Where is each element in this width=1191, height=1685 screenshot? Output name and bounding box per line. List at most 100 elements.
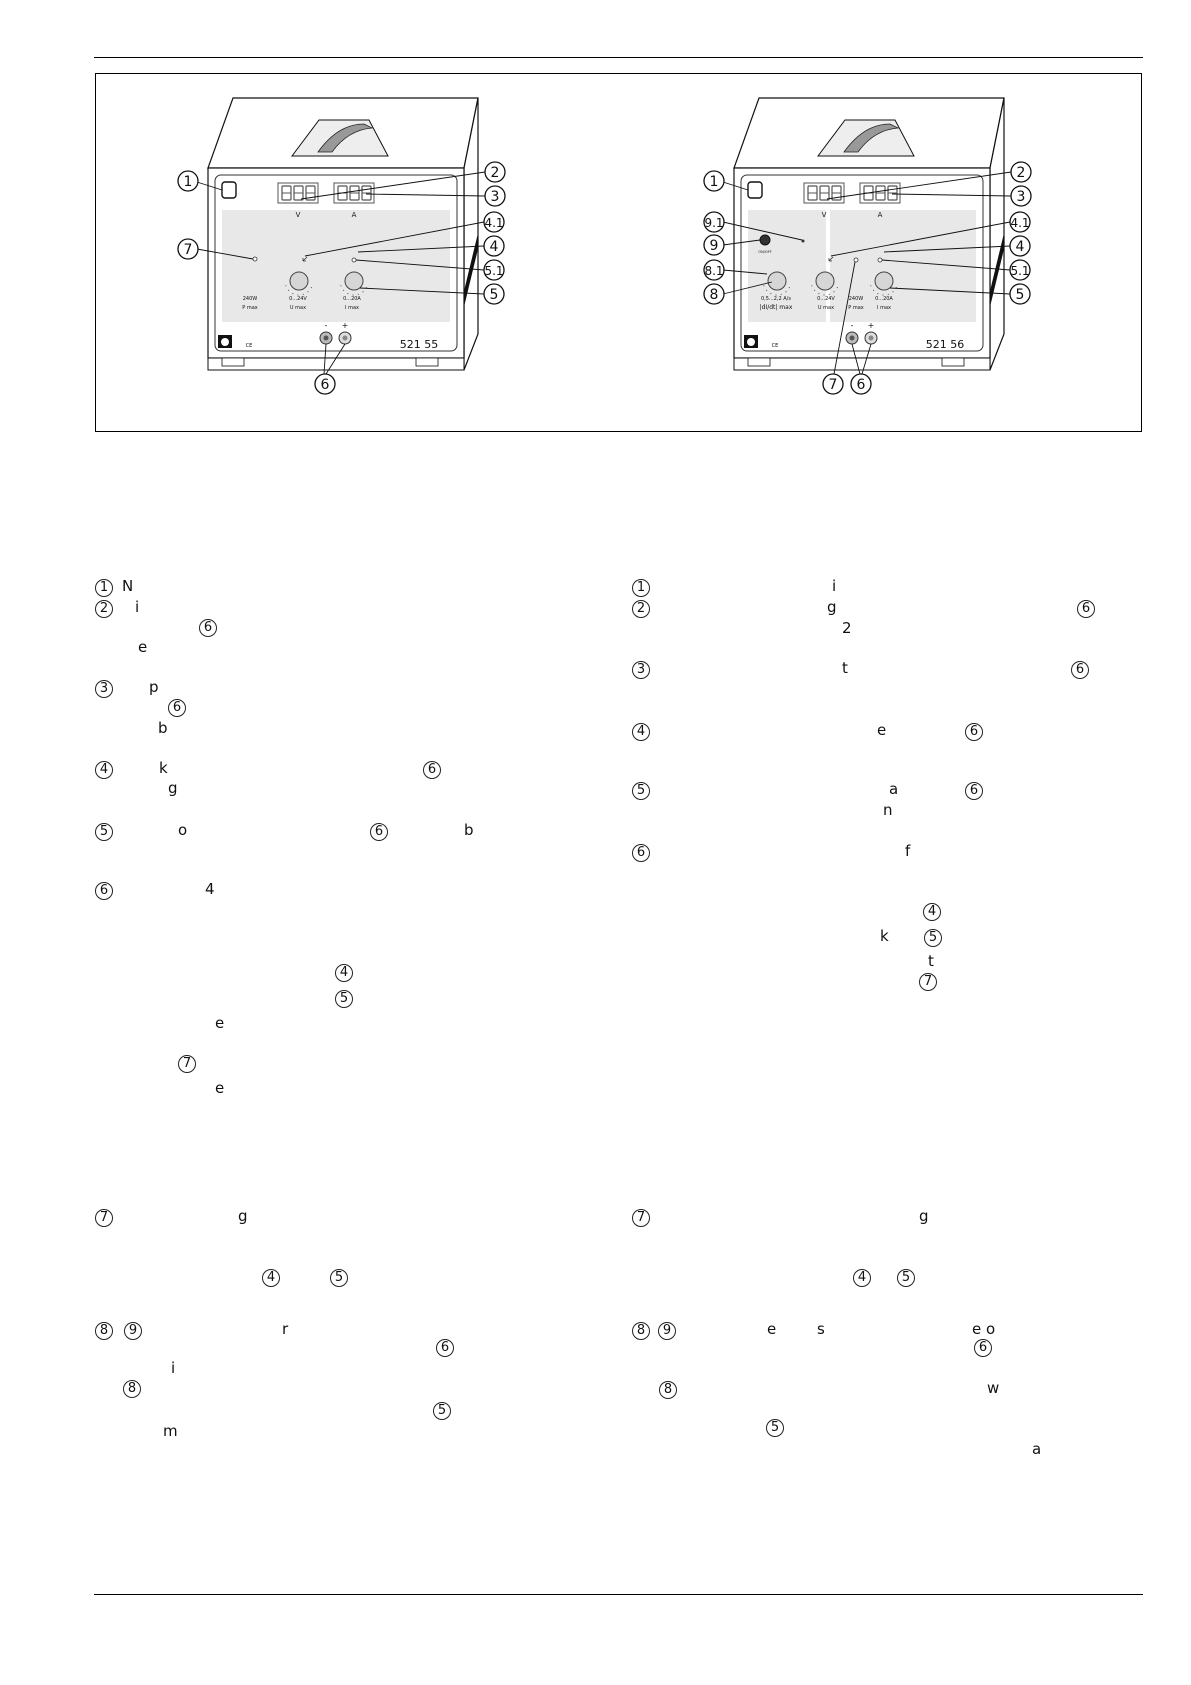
circled-reference-number: 6 [965,723,983,741]
circled-reference-number: 3 [95,680,113,698]
control-panel-left [748,210,826,322]
text-fragment: i [832,577,837,595]
panel-text: P max [242,305,258,311]
leader-line [722,181,749,191]
callout-circle [484,161,506,183]
callout-circle [1010,185,1032,207]
text-fragment: e [138,638,148,656]
text-fragment: b [158,719,168,737]
terminal-sign-plus: + [868,321,875,330]
leader-line [357,245,485,253]
callout-circle [177,238,199,260]
leader-line [359,287,485,295]
callout-circle [703,259,725,281]
unit-label-v: V [822,211,827,219]
terminal-sign-minus: - [325,321,328,330]
handle-grip [317,123,374,153]
knob-scale-dot [811,285,813,287]
bottom-rule [94,1594,1143,1595]
circled-reference-number: 4 [923,903,941,921]
unit-label-a: A [352,211,357,219]
knob-scale-dot [285,285,287,287]
callout-label: 2 [491,165,500,181]
voltage-arrow-mark [302,256,308,262]
circled-reference-number: 1 [95,579,113,597]
leader-line [300,171,486,200]
text-fragment: g [168,779,178,797]
callout-label: 1 [184,174,193,190]
circled-reference-number: 4 [632,723,650,741]
circled-reference-number: 7 [95,1209,113,1227]
leader-line [826,171,1012,200]
voltage-arrow-mark [828,256,834,262]
panel-text: ON/OFF [758,250,771,254]
voltage-display [803,182,845,204]
knob-scale-dot [788,286,790,289]
callout-label: 5.1 [484,264,503,278]
knob-scale-dot [870,285,872,287]
device-foot [221,357,245,367]
callout-circle [1010,161,1032,183]
device-base [207,357,465,371]
text-fragment: e [215,1014,225,1032]
panel-text: 0,5...2,2 A/s [761,296,791,302]
leader-line [323,343,327,375]
control-knob [289,271,309,291]
device-foot [747,357,771,367]
indicator-led [252,256,258,262]
circled-reference-number: 5 [335,990,353,1008]
knob-scale-dot [362,291,364,293]
knob-scale-dot [297,294,299,296]
model-number: 521 55 [400,338,439,351]
callout-circle [850,373,872,395]
knob-scale-dot [836,286,838,289]
callout-label: 8 [710,287,719,303]
callout-label: 4 [490,239,499,255]
circled-reference-number: 6 [168,699,186,717]
knob-scale-dot [310,286,312,289]
knob-scale-dot [887,293,889,295]
control-knob [344,271,364,291]
device-base [733,357,991,371]
circled-reference-number: 7 [632,1209,650,1227]
knob-scale-dot [872,289,875,291]
knob-scale-dot [780,293,782,295]
text-fragment: t [842,659,848,677]
circled-reference-number: 3 [632,661,650,679]
callout-label: 2 [1017,165,1026,181]
circled-reference-number: 5 [924,929,942,947]
knob-scale-dot [292,292,294,295]
voltage-display [277,182,319,204]
knob-scale-dot [342,289,345,291]
circled-reference-number: 9 [658,1322,676,1340]
circled-reference-number: 1 [632,579,650,597]
callout-label: 9.1 [704,216,723,230]
text-fragment: i [135,598,140,616]
unit-label-a: A [878,211,883,219]
knob-scale-dot [877,292,879,295]
brand-logo-mark [747,338,755,346]
panel-text: U max [290,305,306,311]
circled-reference-number: 9 [124,1322,142,1340]
knob-scale-dot [833,291,835,293]
text-fragment: g [827,598,837,616]
callout-circle [483,211,505,233]
ce-mark: CE [246,343,253,349]
panel-text: 0...20A [343,296,361,302]
text-fragment: k [880,927,889,945]
circled-reference-number: 4 [853,1269,871,1287]
text-fragment: m [163,1422,178,1440]
control-knob [874,271,894,291]
circled-reference-number: 5 [766,1419,784,1437]
circled-reference-number: 5 [95,823,113,841]
leader-line [722,281,773,295]
panel-text: 0...24V [817,296,835,302]
panel-text: 240W [243,296,258,302]
text-fragment: e [215,1079,225,1097]
panel-text: 240W [849,296,864,302]
callout-label: 4.1 [484,216,503,230]
callout-label: 6 [857,377,866,393]
circled-reference-number: 2 [632,600,650,618]
